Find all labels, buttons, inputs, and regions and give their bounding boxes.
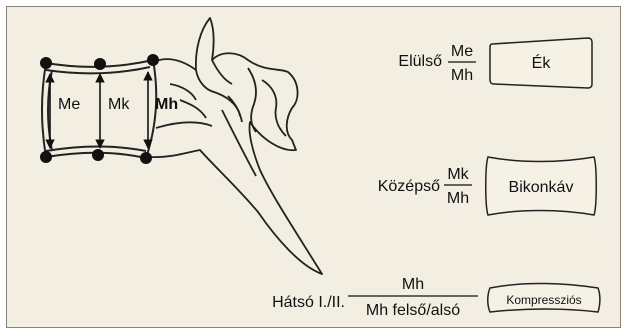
ratio-label: Elülső (398, 53, 442, 70)
ratio-label: Hátsó I./II. (272, 294, 345, 311)
point-middle-bottom (92, 149, 104, 161)
ratio-numerator: Me (451, 43, 473, 60)
shape-label: Bikonkáv (509, 179, 574, 196)
label-mh: Mh (155, 96, 178, 113)
shape-label: Ék (532, 53, 552, 72)
ratio-denominator: Mh (451, 67, 473, 84)
vertebral-processes (150, 18, 322, 274)
point-anterior-bottom (40, 151, 52, 163)
label-me: Me (58, 96, 80, 113)
ratio-denominator: Mh (447, 190, 469, 207)
ratio-label: Középső (378, 178, 440, 195)
ratio-middle: Középső Mk Mh Bikonkáv (378, 157, 597, 215)
point-middle-top (94, 58, 106, 70)
ratio-numerator: Mh (402, 276, 424, 293)
ratio-anterior: Elülső Me Mh Ék (398, 38, 592, 88)
ratio-numerator: Mk (447, 166, 469, 183)
point-posterior-top (147, 54, 159, 66)
shape-label: Kompressziós (506, 293, 581, 307)
ratio-denominator: Mh felső/alsó (366, 302, 460, 319)
point-anterior-top (40, 57, 52, 69)
point-posterior-bottom (140, 152, 152, 164)
ratio-posterior: Hátsó I./II. Mh Mh felső/alsó Kompresszi… (272, 276, 600, 319)
label-mk: Mk (108, 96, 130, 113)
